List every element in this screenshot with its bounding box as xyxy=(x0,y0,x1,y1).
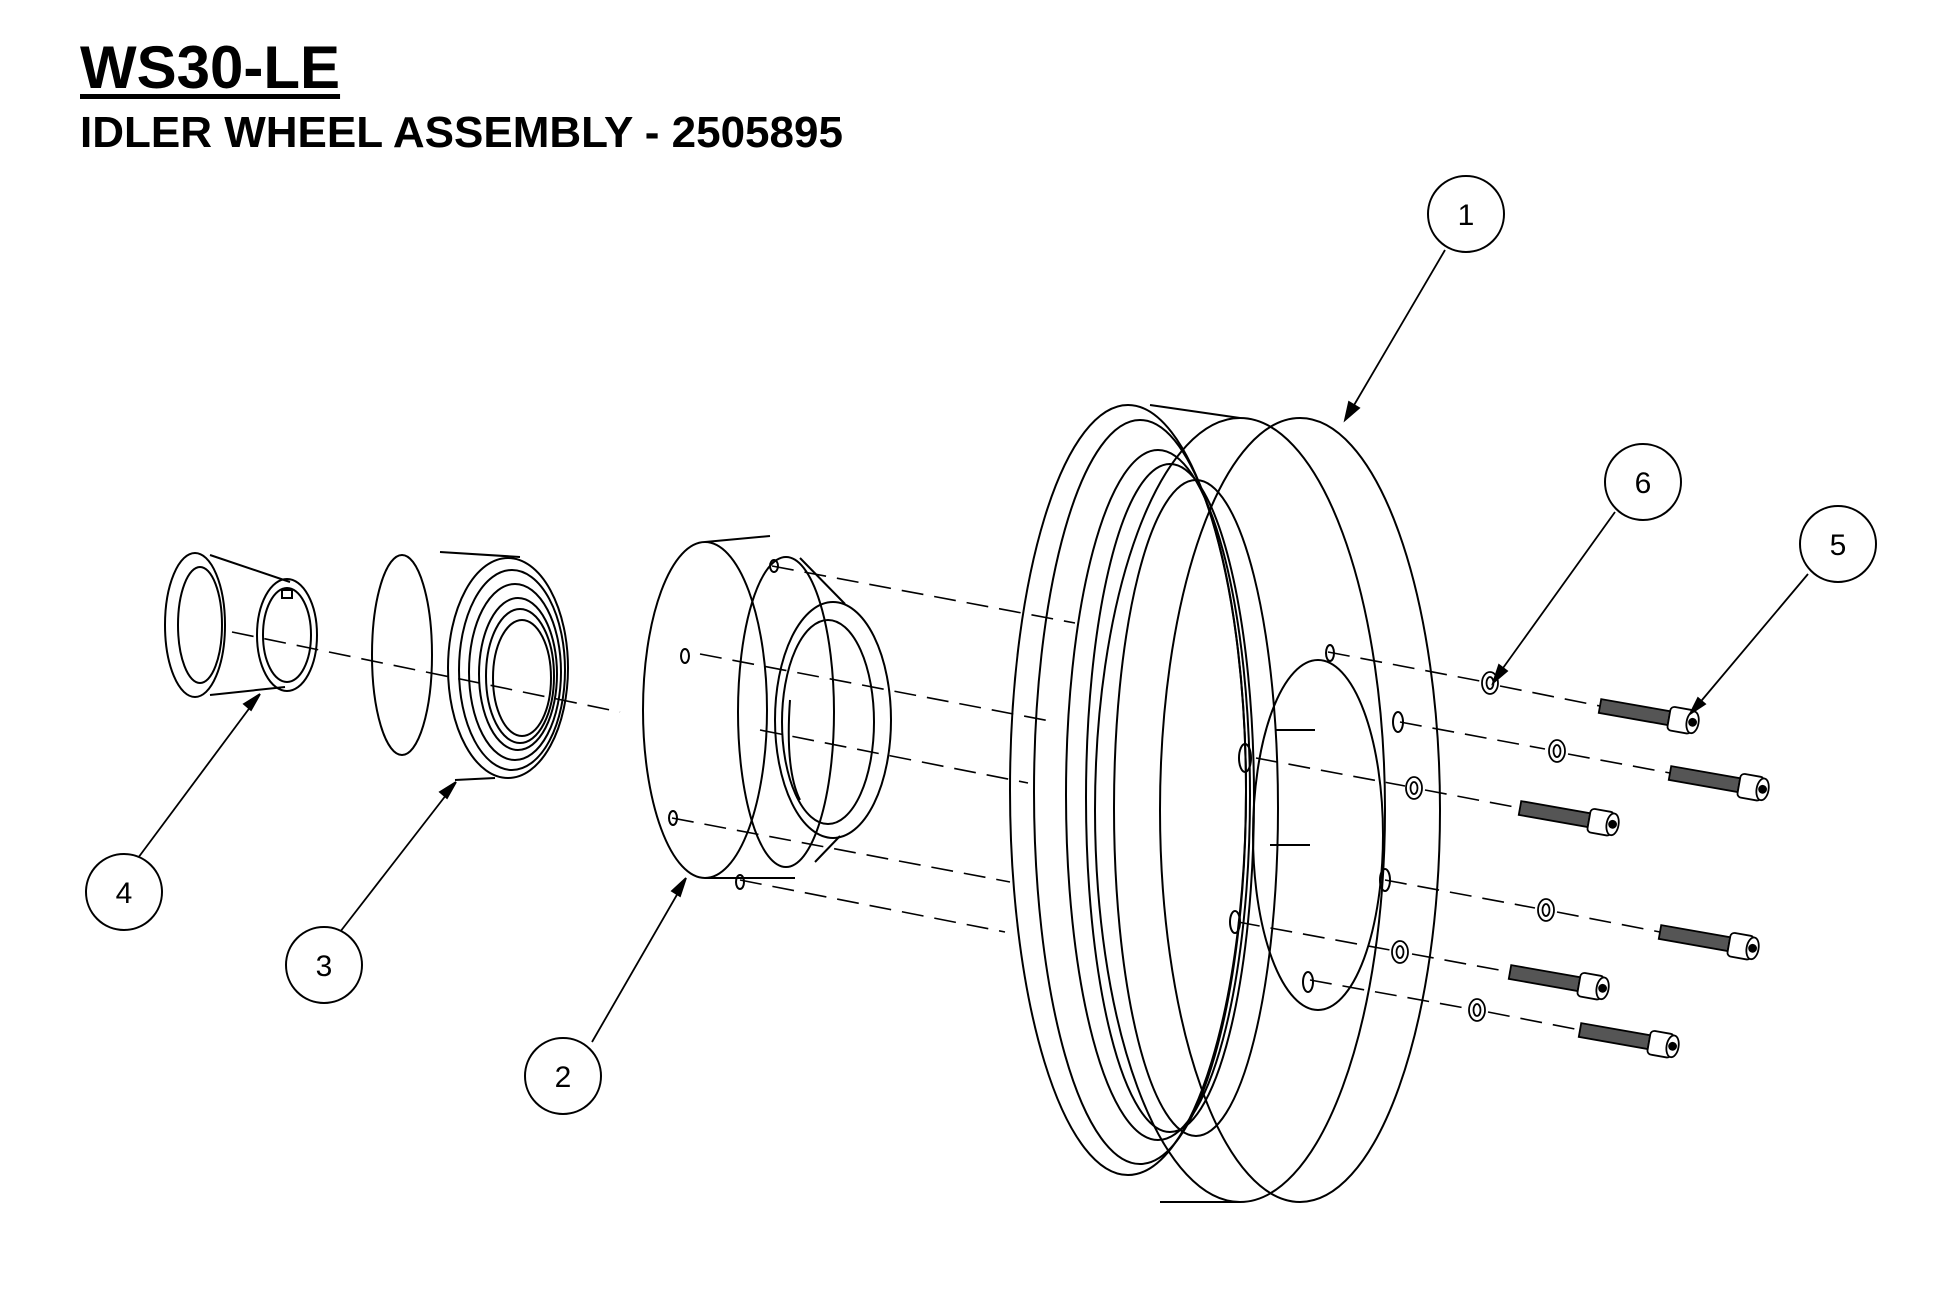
callout-3-label: 3 xyxy=(316,950,333,983)
callout-1: 1 xyxy=(1427,175,1505,253)
callout-5: 5 xyxy=(1799,505,1877,583)
callout-5-label: 5 xyxy=(1830,529,1847,562)
lock-washer xyxy=(1405,776,1423,800)
model-title: WS30-LE xyxy=(80,34,341,101)
leader-lines xyxy=(137,249,1809,1043)
callout-2: 2 xyxy=(524,1037,602,1115)
cap-screw xyxy=(1657,924,1760,961)
lock-washer xyxy=(1391,940,1409,964)
lock-washer xyxy=(1548,739,1566,763)
callout-6: 6 xyxy=(1604,443,1682,521)
cap-screw xyxy=(1507,964,1610,1001)
cap-screws xyxy=(1507,698,1770,1059)
lock-washers xyxy=(1391,671,1566,1022)
lock-washer xyxy=(1537,898,1555,922)
idler-wheel xyxy=(1009,404,1441,1203)
callout-3: 3 xyxy=(285,926,363,1004)
hub xyxy=(642,535,892,890)
cap-screw xyxy=(1597,698,1700,735)
cap-screw xyxy=(1577,1022,1680,1059)
callout-6-label: 6 xyxy=(1635,467,1652,500)
cap-screw xyxy=(1667,765,1770,802)
ball-bearing xyxy=(371,551,569,781)
callout-4: 4 xyxy=(85,853,163,931)
lock-washer xyxy=(1468,998,1486,1022)
callout-2-label: 2 xyxy=(555,1061,572,1094)
callout-4-label: 4 xyxy=(116,877,133,910)
cap-screw xyxy=(1517,800,1620,837)
flanged-bushing xyxy=(164,552,318,698)
callout-1-label: 1 xyxy=(1458,199,1475,232)
assembly-title: IDLER WHEEL ASSEMBLY - 2505895 xyxy=(80,108,843,157)
